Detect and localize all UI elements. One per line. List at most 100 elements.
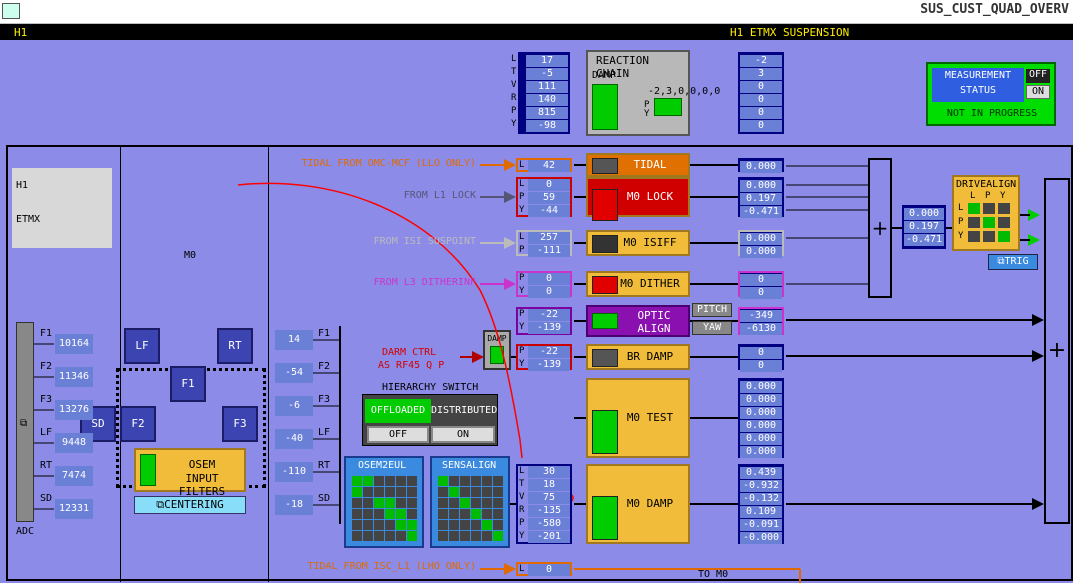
isiff-source-label: FROM ISI SUSPOINT	[373, 236, 476, 247]
drivealign-row-label: L	[958, 203, 964, 213]
osem2eul-title: OSEM2EUL	[358, 460, 407, 471]
matrix-cell	[493, 476, 503, 486]
matrix-cell	[493, 498, 503, 508]
matrix-cell	[471, 520, 481, 530]
reaction-offsets-label: -2,3,0,0,0,0	[648, 86, 721, 97]
tidal-button-label: TIDAL	[633, 158, 667, 171]
matrix-cell	[396, 509, 406, 519]
adc-bar[interactable]: ⧉	[16, 322, 34, 522]
damp-input-value: 30	[528, 466, 570, 478]
yaw-button[interactable]: YAW	[692, 321, 732, 335]
drivealign-out-arrow-p	[1028, 209, 1040, 221]
measurement-label-line2: STATUS	[959, 85, 997, 96]
matrix-cell	[352, 509, 362, 519]
dither-button[interactable]: M0 DITHER	[586, 271, 690, 297]
damp-dof-label: T	[519, 479, 525, 489]
matrix-cell	[449, 487, 459, 497]
drivealign-title: DRIVEALIGN	[956, 179, 1017, 190]
osem-output-label: LF	[318, 427, 331, 438]
matrix-cell	[407, 498, 417, 508]
pitch-button[interactable]: PITCH	[692, 303, 732, 317]
osem2eul-block[interactable]: OSEM2EUL	[344, 456, 424, 548]
isiff-output-value: 0.000	[740, 246, 782, 258]
adc-label: ADC	[16, 526, 35, 537]
brdamp-dof-label: Y	[519, 359, 525, 369]
measurement-off-button[interactable]: OFF	[1026, 69, 1050, 83]
reaction-value: 17	[526, 55, 568, 67]
osem-adc-value: 9448	[55, 433, 93, 453]
matrix-cell	[482, 531, 492, 541]
osem-adc-value: 10164	[55, 334, 93, 354]
lock-dof-label: Y	[519, 205, 525, 215]
reaction-offset: -2	[740, 55, 782, 67]
damp-dof-label: R	[519, 505, 525, 515]
lock-dof-label: P	[519, 192, 525, 202]
reaction-offset: 0	[740, 120, 782, 132]
isiff-input-value: 257	[528, 232, 570, 244]
matrix-cell	[482, 520, 492, 530]
frame-divider-right	[268, 146, 269, 582]
matrix-cell	[471, 509, 481, 519]
measurement-on-button[interactable]: ON	[1026, 85, 1050, 99]
app-icon	[2, 3, 20, 19]
osem-input-filters-button[interactable]: OSEM INPUT FILTERS	[134, 448, 246, 498]
lock-button[interactable]: M0 LOCK	[586, 177, 690, 221]
tidal-button[interactable]: TIDAL	[586, 153, 690, 177]
osem-f1-button[interactable]: F1	[170, 366, 206, 402]
brdamp-button[interactable]: BR DAMP	[586, 344, 690, 370]
darm-damp-block[interactable]: DAMP	[483, 330, 511, 370]
reaction-y-label: Y	[644, 109, 650, 119]
reaction-p-label: P	[644, 100, 650, 110]
test-output-value: 0.000	[740, 420, 782, 432]
dither-dof-label: P	[519, 273, 525, 283]
hierarchy-off-button[interactable]: OFF	[367, 426, 429, 443]
matrix-cell	[396, 520, 406, 530]
isiff-source-arrow	[504, 237, 516, 249]
osem-f2-button[interactable]: F2	[120, 406, 156, 442]
osem-rt-button[interactable]: RT	[217, 328, 253, 364]
damp-button[interactable]: M0 DAMP	[586, 464, 690, 544]
matrix-cell	[438, 498, 448, 508]
hierarchy-on-button[interactable]: ON	[431, 426, 495, 443]
osem-f3-button[interactable]: F3	[222, 406, 258, 442]
id-optic: ETMX	[16, 214, 41, 225]
damp-input-value: -201	[528, 531, 570, 543]
brdamp-indicator	[592, 349, 618, 367]
sensalign-block[interactable]: SENSALIGN	[430, 456, 510, 548]
matrix-cell	[460, 498, 470, 508]
dither-indicator	[592, 276, 618, 294]
reaction-dof-label: T	[511, 67, 517, 77]
sum-output-value: -0.471	[904, 234, 944, 246]
m0-stage-label: M0	[184, 250, 197, 261]
osem-calibrated-value: -18	[275, 495, 313, 515]
isiff-button[interactable]: M0 ISIFF	[586, 230, 690, 256]
matrix-cell	[407, 487, 417, 497]
main-sum-arrow	[1032, 350, 1044, 362]
matrix-cell	[482, 509, 492, 519]
reaction-chain-block[interactable]: REACTION CHAIN DAMP -2,3,0,0,0,0 P Y	[586, 50, 720, 136]
osem-adc-label: F3	[40, 394, 53, 405]
optic-input-value: -22	[528, 309, 570, 321]
test-button[interactable]: M0 TEST	[586, 378, 690, 458]
reaction-value: 140	[526, 94, 568, 106]
osem-adc-value: 11346	[55, 367, 93, 387]
osem-lf-button[interactable]: LF	[124, 328, 160, 364]
trig-button[interactable]: ⧉TRIG	[988, 254, 1038, 270]
osem-calibrated-value: -40	[275, 429, 313, 449]
reaction-value: 111	[526, 81, 568, 93]
dither-input-value: 0	[528, 273, 570, 285]
sum-junction-main: +	[1044, 178, 1070, 524]
brdamp-input-value: -139	[528, 359, 570, 371]
matrix-cell	[407, 476, 417, 486]
matrix-cell	[352, 520, 362, 530]
centering-button[interactable]: ⧉CENTERING	[134, 496, 246, 514]
dither-dof-label: Y	[519, 286, 525, 296]
